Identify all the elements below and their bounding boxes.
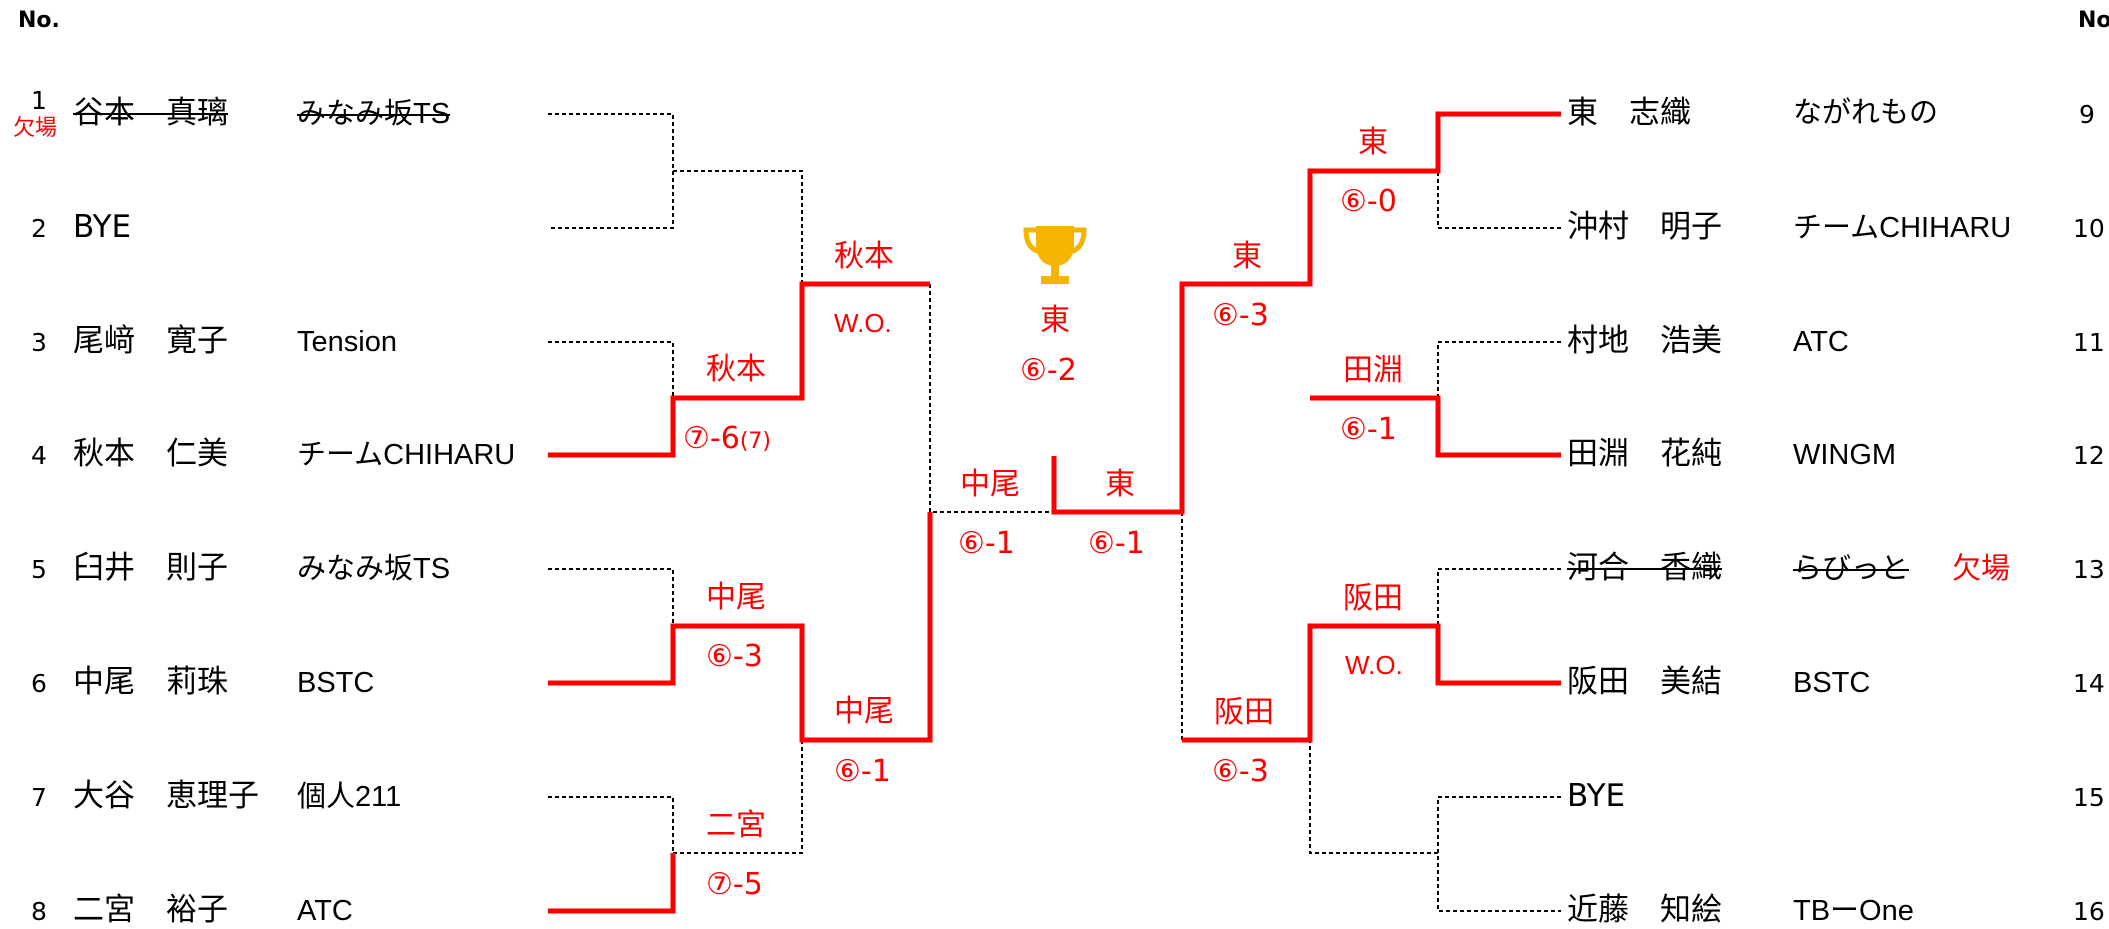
player-number: 16: [2073, 897, 2105, 926]
bracket-line-l-r1-m4: [548, 796, 674, 853]
match-winner: 中尾: [706, 580, 766, 615]
bracket-line-r-r1-m4: [1437, 796, 1561, 912]
match-winner: 東: [1232, 239, 1262, 274]
player-number: 14: [2073, 669, 2105, 698]
player-number: 13: [2073, 555, 2105, 584]
match-score: ⑥-1: [1340, 412, 1397, 447]
absent-label: 欠場: [13, 116, 58, 141]
match-score: ⑦-5: [706, 867, 763, 902]
player-club: みなみ坂TS: [297, 553, 451, 585]
bracket-line-l-r2-m2: [673, 740, 803, 854]
match-score: ⑥-1: [958, 526, 1015, 561]
player-club: ATC: [1793, 326, 1849, 358]
bracket-line-l-r1-m2: [548, 341, 674, 398]
match-winner: 阪田: [1343, 581, 1403, 616]
final-score: ⑥-2: [1020, 353, 1077, 388]
match-score: ⑥-0: [1340, 184, 1397, 219]
player-club: ながれもの: [1793, 97, 1939, 129]
player-number: 15: [2073, 783, 2105, 812]
bracket-line-r-r1-m1: [1437, 171, 1561, 229]
player-number: 11: [2073, 328, 2105, 357]
win-path-tabuchi: [1310, 395, 1561, 458]
player-name: 近藤 知絵: [1567, 892, 1722, 928]
trophy-icon: [1023, 226, 1087, 284]
player-number: 10: [2073, 214, 2105, 243]
match-winner: 阪田: [1214, 695, 1274, 730]
player-name: BYE: [73, 209, 132, 245]
player-name: 田淵 花純: [1567, 436, 1722, 472]
player-club: BSTC: [297, 667, 375, 699]
player-number: 9: [2079, 100, 2095, 129]
bracket-line-l-r1-m3: [548, 568, 674, 626]
player-number: 6: [31, 669, 47, 698]
player-name: 尾﨑 寛子: [73, 323, 228, 359]
player-number: 8: [31, 897, 47, 926]
match-winner: 東: [1358, 125, 1388, 160]
win-path-akimoto: [548, 281, 930, 458]
player-name: 阪田 美結: [1567, 664, 1722, 700]
champion-name: 東: [1040, 303, 1070, 338]
no-header-left: No.: [18, 8, 60, 33]
player-name: 東 志織: [1567, 95, 1691, 131]
player-club: WINGM: [1793, 439, 1897, 471]
bracket-line-l-r2-m1: [673, 170, 803, 284]
match-winner: 田淵: [1343, 353, 1403, 388]
win-path-higashi: [1051, 111, 1561, 515]
lose-lines: [548, 113, 1561, 912]
bracket-line-l-r1-m1: [548, 113, 674, 229]
player-club: らびっと: [1793, 553, 1910, 585]
match-score: ⑥-1: [834, 754, 891, 789]
match-score: ⑦-6(7): [683, 424, 771, 454]
player-name: 中尾 莉珠: [73, 664, 228, 700]
player-name: 沖村 明子: [1567, 209, 1722, 245]
match-score: ⑥-1: [1088, 526, 1145, 561]
player-name: BYE: [1567, 778, 1626, 814]
player-name: 河合 香織: [1567, 550, 1722, 586]
player-name: 谷本 真璃: [73, 95, 228, 131]
match-winner: 二宮: [706, 808, 766, 843]
player-number: 5: [31, 555, 47, 584]
match-winner: 中尾: [834, 694, 894, 729]
player-club: ATC: [297, 895, 353, 927]
player-club: BSTC: [1793, 667, 1871, 699]
bracket-line-r-r2-m2: [1309, 740, 1438, 854]
player-club: Tension: [297, 326, 397, 358]
player-number: 12: [2073, 441, 2105, 470]
player-name: 秋本 仁美: [73, 436, 228, 472]
player-name: 大谷 恵理子: [73, 778, 259, 814]
player-club: チームCHIHARU: [1793, 212, 2012, 244]
win-path-sakata: [1182, 623, 1561, 743]
player-club: 個人211: [297, 781, 402, 813]
match-score: ⑥-3: [706, 639, 763, 674]
player-number: 2: [31, 214, 47, 243]
player-number: 1: [31, 86, 47, 115]
tiebreak-text: (7): [739, 429, 771, 454]
win-path-nakao: [548, 512, 933, 743]
player-club: TBーOne: [1793, 895, 1914, 927]
player-name: 臼井 則子: [73, 550, 228, 586]
win-lines: [548, 111, 1561, 914]
bracket-line-r-r1-m2: [1437, 341, 1561, 398]
match-winner: 秋本: [834, 239, 894, 274]
match-winner: 秋本: [706, 352, 766, 387]
match-winner: 東: [1105, 467, 1135, 502]
match-score: ⑥-3: [1212, 754, 1269, 789]
player-name: 二宮 裕子: [73, 892, 228, 928]
match-score: ⑥-3: [1212, 298, 1269, 333]
match-winner: 中尾: [960, 467, 1020, 502]
player-name: 村地 浩美: [1567, 323, 1722, 359]
player-number: 3: [31, 328, 47, 357]
bracket-line-r-r1-m3: [1437, 568, 1561, 626]
player-club: みなみ坂TS: [297, 98, 451, 130]
player-club: チームCHIHARU: [297, 439, 516, 471]
no-header-right: No.: [2078, 8, 2109, 33]
absent-label: 欠場: [1952, 551, 2011, 585]
player-number: 7: [31, 783, 47, 812]
player-number: 4: [31, 441, 47, 470]
win-path-ninomiya: [548, 853, 676, 914]
score-text: ⑦-6: [683, 421, 740, 456]
match-score: W.O.: [834, 308, 892, 338]
match-score: W.O.: [1345, 650, 1403, 680]
